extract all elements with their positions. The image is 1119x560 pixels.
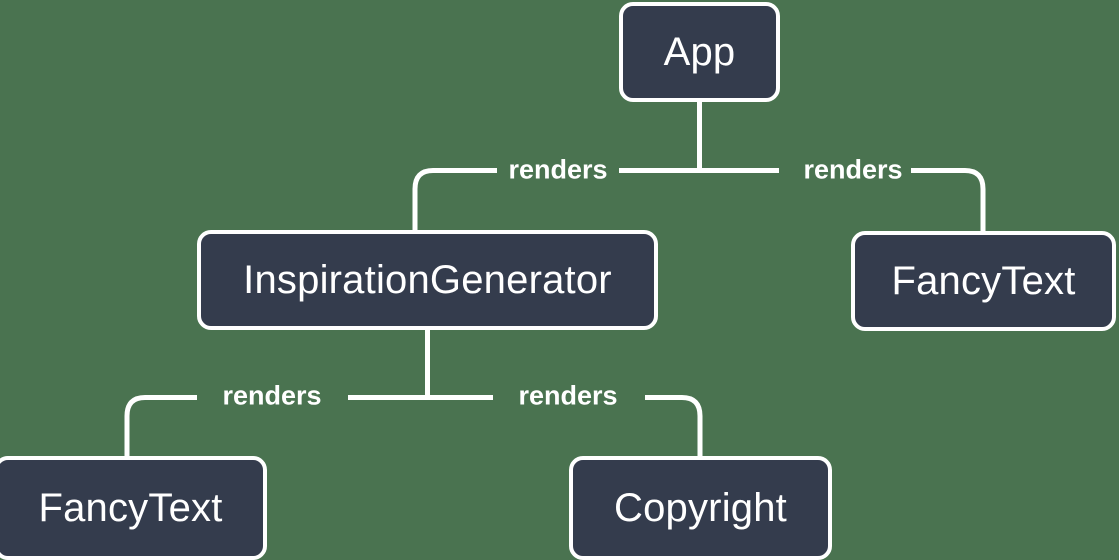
connector-ig-to-copyright-elbow (681, 395, 703, 457)
node-app[interactable]: App (619, 2, 780, 102)
node-copyright[interactable]: Copyright (569, 456, 832, 560)
connector-app-to-fancytext-elbow (964, 168, 986, 231)
connector-app-to-inspiration-elbow (412, 168, 434, 230)
edge-label-inspiration-generator-to-copyright: renders (518, 380, 618, 411)
node-fancytext-right-label: FancyText (891, 258, 1076, 303)
node-app-label: App (663, 29, 736, 74)
node-fancytext-left-label: FancyText (38, 485, 223, 530)
node-inspiration-generator[interactable]: InspirationGenerator (197, 230, 658, 330)
node-fancytext-right[interactable]: FancyText (851, 231, 1116, 331)
edge-label-app-to-inspiration-generator: renders (508, 154, 608, 185)
edge-label-app-to-fancytext: renders (803, 154, 903, 185)
node-copyright-label: Copyright (614, 485, 787, 530)
node-inspiration-generator-label: InspirationGenerator (243, 257, 612, 302)
connector-ig-to-fancytext-elbow (124, 395, 146, 457)
node-fancytext-left[interactable]: FancyText (0, 456, 267, 560)
edge-label-inspiration-generator-to-fancytext: renders (222, 380, 322, 411)
